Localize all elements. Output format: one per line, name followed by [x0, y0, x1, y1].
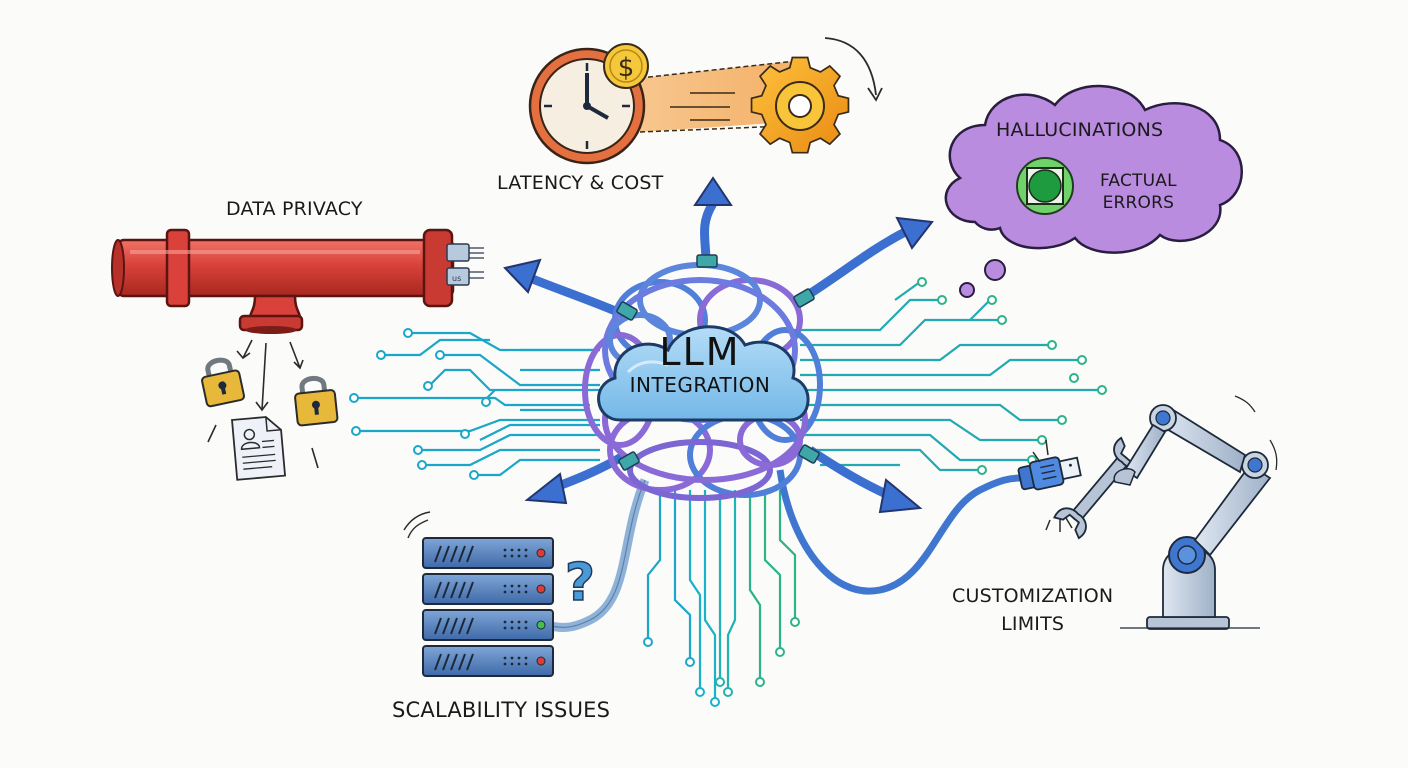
label-customization-line1: CUSTOMIZATION [952, 585, 1114, 607]
document-icon [231, 416, 287, 481]
circuit-traces-right [800, 281, 1100, 472]
wrench-icon [1053, 436, 1147, 540]
thought-cloud-icon [944, 84, 1243, 298]
cable-connectors [616, 254, 820, 471]
arrow-icon [797, 216, 934, 304]
label-hallucinations: HALLUCINATIONS [996, 119, 1164, 141]
spark-lines [1032, 439, 1073, 532]
center-title-llm: LLM [659, 330, 741, 374]
robot-arm-icon [1113, 395, 1278, 630]
label-data-privacy: DATA PRIVACY [226, 198, 363, 220]
pipe-connectors [446, 243, 484, 286]
coin-symbol: $ [618, 53, 635, 83]
label-latency-cost: LATENCY & COST [497, 172, 664, 194]
server-stack-icon [403, 511, 554, 677]
question-icon: ? [565, 553, 595, 613]
gear-icon [750, 56, 850, 154]
center-node-title: LLM INTEGRATION [600, 332, 800, 398]
label-customization-line2: LIMITS [1001, 613, 1065, 635]
circuit-nodes-right [917, 277, 1107, 475]
leak-arrows [207, 339, 319, 469]
pipe-icon [111, 228, 455, 334]
status-led-red [536, 584, 546, 594]
center-title-integration: INTEGRATION [629, 373, 771, 397]
label-factual-errors: FACTUAL ERRORS [1100, 170, 1177, 214]
label-factual-line1: FACTUAL [1100, 171, 1177, 191]
arrow-icon [807, 446, 923, 514]
pipe-connector-text: us [452, 274, 461, 283]
cloud-icon [597, 325, 810, 422]
cable-to-usb [776, 469, 1021, 595]
circuit-traces-bottom [646, 490, 797, 700]
circuit-nodes-bottom [643, 617, 800, 707]
circuit-nodes-left [349, 328, 491, 480]
check-badge-icon [1016, 157, 1074, 215]
rotation-arrow-icon [824, 37, 877, 96]
label-scalability-issues: SCALABILITY ISSUES [392, 698, 611, 722]
arrow-icon [524, 451, 628, 505]
coin-icon [603, 43, 649, 89]
padlock-icon [294, 376, 339, 427]
circuit-traces-left [355, 331, 600, 477]
label-customization-limits: CUSTOMIZATION LIMITS [952, 582, 1113, 638]
usb-plug-icon [1017, 456, 1082, 491]
arrow-icon [693, 176, 733, 263]
padlock-icon [201, 357, 245, 408]
status-led-green [536, 620, 546, 630]
label-factual-line2: ERRORS [1102, 193, 1175, 213]
status-led-red [536, 548, 546, 558]
arrow-icon [503, 258, 627, 320]
status-led-red [536, 656, 546, 666]
